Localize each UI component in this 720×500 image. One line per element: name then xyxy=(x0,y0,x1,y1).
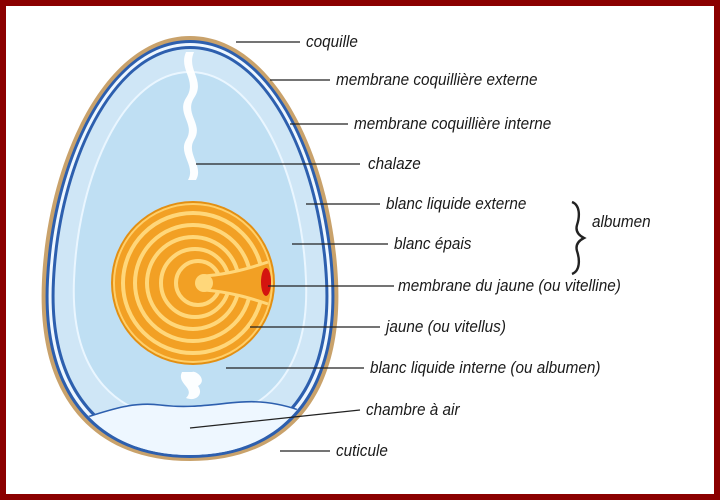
chalaza-bottom xyxy=(180,371,202,400)
germinal-disc xyxy=(261,268,271,296)
label-chambre-air: chambre à air xyxy=(366,400,460,419)
albumen-bracket xyxy=(571,200,587,276)
label-cuticule: cuticule xyxy=(336,441,388,460)
leader-lines xyxy=(189,41,394,452)
label-chalaze: chalaze xyxy=(368,154,421,173)
label-blanc-liquide-externe: blanc liquide externe xyxy=(386,194,527,213)
yolk xyxy=(111,201,275,365)
label-membrane-externe: membrane coquillière externe xyxy=(336,70,538,89)
label-albumen: albumen xyxy=(592,212,651,231)
label-blanc-liquide-interne: blanc liquide interne (ou albumen) xyxy=(370,358,601,377)
label-blanc-epais: blanc épais xyxy=(394,234,472,253)
label-membrane-jaune: membrane du jaune (ou vitelline) xyxy=(398,276,621,295)
label-jaune: jaune (ou vitellus) xyxy=(386,317,506,336)
label-coquille: coquille xyxy=(306,32,358,51)
label-membrane-interne: membrane coquillière interne xyxy=(354,114,552,133)
chalaza-top xyxy=(183,52,199,180)
